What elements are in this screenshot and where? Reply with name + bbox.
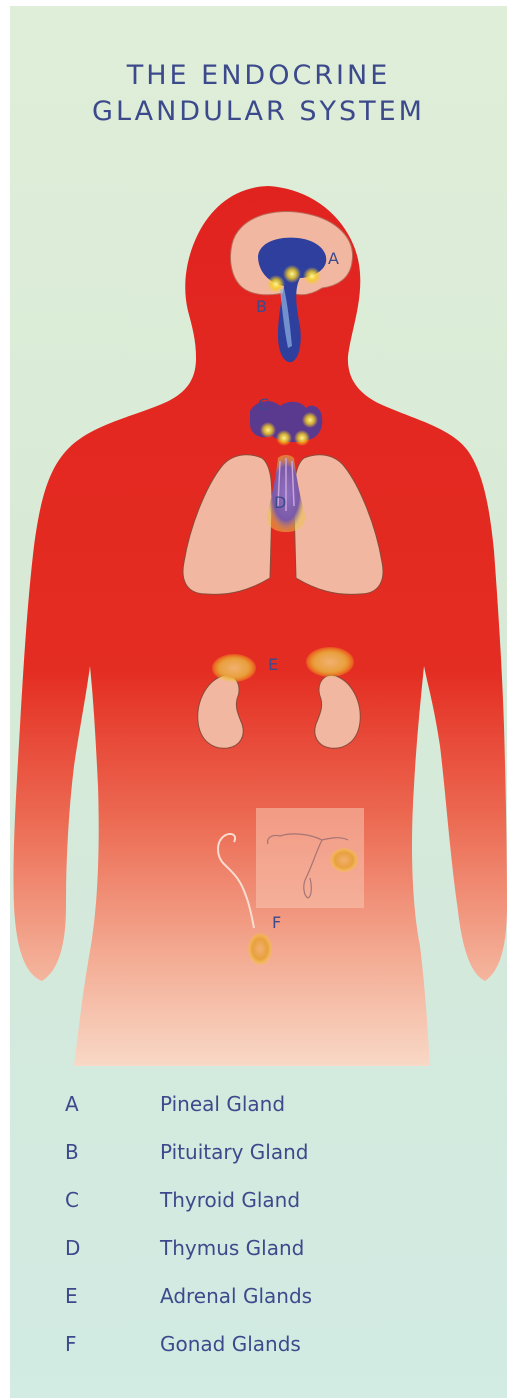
body-figure: A B C D E F bbox=[10, 6, 507, 1066]
legend-row: C Thyroid Gland bbox=[10, 1188, 507, 1228]
legend-letter: B bbox=[65, 1140, 79, 1164]
legend-name: Adrenal Glands bbox=[160, 1284, 312, 1308]
legend-row: A Pineal Gland bbox=[10, 1092, 507, 1132]
marker-e: E bbox=[268, 655, 278, 674]
legend-letter: E bbox=[65, 1284, 78, 1308]
legend-row: D Thymus Gland bbox=[10, 1236, 507, 1276]
legend-letter: D bbox=[65, 1236, 80, 1260]
glow-dot-a1 bbox=[283, 265, 301, 283]
diagram-card: THE ENDOCRINE GLANDULAR SYSTEM bbox=[10, 6, 507, 1398]
marker-d: D bbox=[274, 493, 286, 512]
marker-f: F bbox=[272, 913, 281, 932]
left-adrenal-gland bbox=[212, 654, 256, 682]
glow-dot-a2 bbox=[303, 267, 321, 285]
legend-row: E Adrenal Glands bbox=[10, 1284, 507, 1324]
legend-name: Pituitary Gland bbox=[160, 1140, 308, 1164]
legend-row: B Pituitary Gland bbox=[10, 1140, 507, 1180]
legend-row: F Gonad Glands bbox=[10, 1332, 507, 1372]
glow-dot-c4 bbox=[294, 430, 310, 446]
legend-name: Thyroid Gland bbox=[160, 1188, 300, 1212]
legend-name: Pineal Gland bbox=[160, 1092, 285, 1116]
glow-dot-c1 bbox=[260, 422, 276, 438]
marker-b: B bbox=[256, 297, 267, 316]
testis bbox=[248, 933, 272, 965]
ovary bbox=[330, 848, 358, 872]
glow-dot-c2 bbox=[276, 430, 292, 446]
glow-dot-b bbox=[267, 275, 285, 293]
legend-name: Gonad Glands bbox=[160, 1332, 301, 1356]
marker-a: A bbox=[328, 249, 339, 268]
legend-name: Thymus Gland bbox=[160, 1236, 304, 1260]
marker-c: C bbox=[258, 395, 269, 414]
glow-dot-c3 bbox=[302, 412, 318, 428]
legend-letter: F bbox=[65, 1332, 77, 1356]
right-adrenal-gland bbox=[306, 647, 354, 677]
legend-letter: C bbox=[65, 1188, 79, 1212]
legend-letter: A bbox=[65, 1092, 79, 1116]
